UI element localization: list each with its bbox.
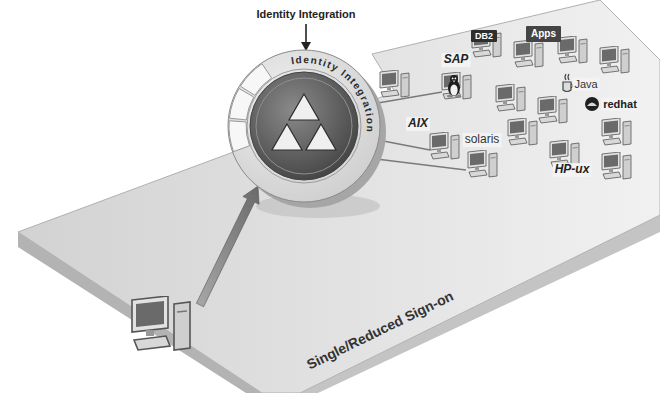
product-logo-text: redhat: [601, 98, 639, 111]
penguin-logo: [447, 75, 461, 98]
callout-arrow: [301, 24, 311, 51]
redhat-logo: [585, 97, 599, 111]
platform-arrow: [18, 0, 660, 393]
computer-icon: [602, 118, 631, 145]
ring-segment: [229, 89, 253, 120]
product-tag: DB2: [471, 30, 497, 42]
computer-icon: [600, 46, 629, 73]
computer-icon: [558, 36, 587, 63]
computer-icon: [602, 152, 631, 179]
hub-ring: [228, 50, 380, 202]
tag-text: Apps: [531, 28, 556, 40]
computer-icon: [472, 30, 501, 57]
ring-inner-edge: [247, 69, 361, 183]
computer-icon: [508, 118, 537, 145]
computer-icon: [468, 150, 497, 177]
product-logo-text: AIX: [406, 117, 430, 131]
server-computers: [380, 30, 631, 179]
hub-disc: Identity Integration: [226, 46, 386, 212]
logo-triangle: [306, 124, 336, 150]
product-logo-text: HP-ux: [553, 163, 592, 177]
access-beam: [196, 186, 259, 307]
computer-icon: [514, 40, 543, 67]
hub-core: [250, 72, 358, 180]
product-tag: Apps: [526, 26, 561, 42]
computer-icon: [496, 84, 525, 111]
hub-core-rim: [256, 78, 352, 174]
logo-triangle: [289, 94, 319, 120]
triangle-logo: [272, 94, 336, 150]
product-logo-text: Java: [572, 78, 599, 91]
product-logo-text: SAP: [442, 53, 471, 67]
tag-text: DB2: [475, 31, 493, 41]
logo-triangle: [272, 124, 302, 150]
callout-title: Identity Integration: [257, 8, 356, 21]
product-logo-text: solaris: [463, 133, 502, 147]
platform-top: [18, 0, 660, 393]
ring-segment: [229, 121, 249, 152]
user-computer: [132, 296, 190, 350]
computer-icon: [430, 132, 459, 159]
identity-hub: Identity Integration: [226, 46, 386, 212]
computer-icon: [442, 72, 471, 99]
computer-icon: [538, 96, 567, 123]
computer-icon: [380, 70, 409, 97]
ring-text: Identity Integration: [290, 54, 376, 133]
